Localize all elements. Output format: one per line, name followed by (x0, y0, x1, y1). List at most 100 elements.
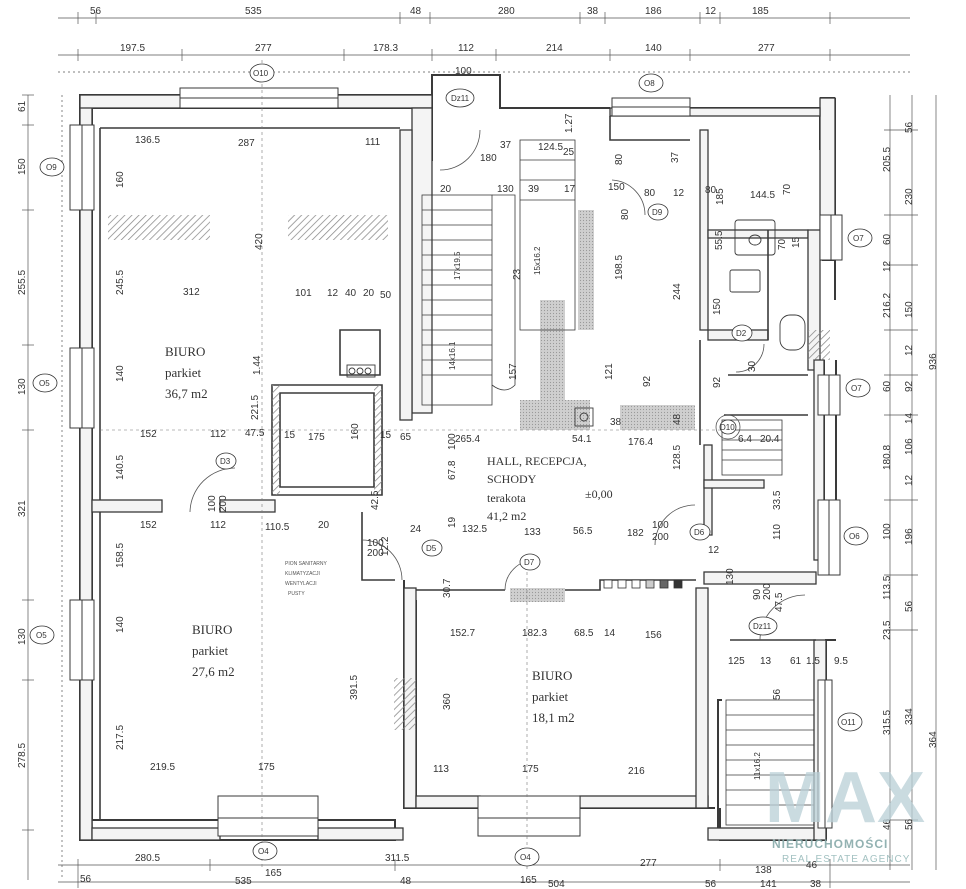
dim-r-315-5: 315.5 (882, 710, 893, 735)
idim-20c: 130 (497, 184, 514, 195)
idim-42-5: 42.5 (370, 490, 381, 510)
dim-r-334: 334 (904, 708, 915, 725)
dim-r-92: 92 (904, 380, 915, 392)
room-hall: HALL, RECEPCJA, SCHODY terakota 41,2 m2 … (487, 454, 613, 523)
dim-r-46: 46 (882, 818, 893, 830)
tag-label-d5: D5 (426, 544, 437, 553)
tag-label-o11: O11 (841, 718, 856, 727)
watermark-sub: REAL ESTATE AGENCY (782, 854, 910, 865)
dim-b-38: 38 (810, 879, 822, 889)
tag-d7 (519, 553, 541, 571)
room-floor: parkiet (192, 643, 228, 658)
dim-top-186: 186 (645, 6, 662, 17)
idim-80d: 37 (670, 151, 681, 163)
idim-140c: 140 (115, 616, 126, 633)
window-o7-upper (819, 214, 843, 261)
idim-111: 111 (365, 137, 381, 148)
windows (69, 87, 843, 837)
idim-244: 244 (672, 283, 683, 300)
tag-o5-a (32, 373, 58, 393)
window-o10 (179, 87, 339, 109)
dim-left-150: 150 (17, 158, 28, 175)
bottom-dims-row1: 280.5 311.5 277 138 46 (135, 853, 818, 876)
dim-top-12: 12 (705, 6, 717, 17)
door-h-d5: 200 (367, 548, 384, 559)
room-office-top-left: BIURO parkiet 36,7 m2 (165, 344, 208, 401)
dim-b-535: 535 (235, 876, 252, 887)
dim-b-165: 165 (520, 875, 537, 886)
idim-136-5: 136.5 (135, 135, 160, 146)
note-line-3: WENTYLACJI (285, 581, 317, 587)
idim-158-5: 158.5 (115, 543, 126, 568)
dim-r-12b: 12 (904, 344, 915, 356)
dim-r-60b: 60 (882, 380, 893, 392)
note-line-4: PUSTY (288, 591, 305, 597)
tag-label-o7a: O7 (853, 234, 864, 243)
dim-r-100: 100 (882, 523, 893, 540)
idim-185: 144.5 (750, 190, 775, 201)
idim-391-5: 391.5 (349, 675, 360, 700)
dim-277-a: 277 (255, 43, 272, 54)
stair-label-2: 14x16.1 (448, 341, 457, 370)
idim-150: 150 (712, 298, 723, 315)
tag-o7-b (845, 378, 871, 398)
idim-112b: 112 (210, 520, 226, 531)
idim-37: 37 (500, 140, 512, 151)
idim-39: 17 (564, 184, 576, 195)
idim-48: 38 (610, 417, 622, 428)
tag-label-o4b: O4 (520, 853, 531, 862)
idim-152: 152 (140, 429, 157, 440)
dim-b-165-a: 165 (265, 868, 282, 879)
idim-182: 182 (627, 528, 644, 539)
tag-o7-a (847, 228, 873, 248)
dim-left-321: 321 (17, 500, 28, 517)
tag-o4-a (252, 841, 278, 861)
idim-15b: 15 (380, 430, 392, 441)
idim-157: 157 (508, 363, 519, 380)
idim-121: 121 (604, 363, 615, 380)
room-area: 27,6 m2 (192, 664, 235, 679)
dim-b-138: 138 (755, 865, 772, 876)
door-size-labels: 100 200 100 200 100 200 90 200 (207, 495, 773, 600)
idim-176-4: 176.4 (628, 437, 653, 448)
room-area: 18,1 m2 (532, 710, 575, 725)
tag-d2 (731, 324, 753, 342)
dim-left-255-5: 255.5 (17, 270, 28, 295)
dim-r-60: 60 (882, 233, 893, 245)
idim-312: 312 (183, 287, 200, 298)
idim-14: 14 (604, 628, 616, 639)
bathroom-fixtures (346, 219, 806, 427)
dim-top-280: 280 (498, 6, 515, 17)
dim-b-56: 56 (80, 874, 92, 885)
stair-labels: 17x19.5 14x16.1 15x16.2 11x16.2 (448, 246, 762, 780)
dim-top-38: 38 (587, 6, 599, 17)
door-w-d3: 100 (207, 495, 218, 512)
idim-19: 19 (447, 516, 458, 528)
idim-132-5: 132.5 (462, 524, 487, 535)
window-o5-upper (69, 347, 95, 429)
dim-140: 140 (645, 43, 662, 54)
idim-12c: 80 (705, 185, 717, 196)
tag-label-o5b: O5 (36, 631, 47, 640)
idim-70b: 15 (791, 236, 802, 248)
dim-b-48: 48 (400, 876, 412, 887)
dim-r-936: 936 (928, 353, 939, 370)
idim-67-8: 67.8 (447, 460, 458, 480)
tag-d10 (719, 419, 737, 435)
hatched-elements (108, 210, 830, 730)
room-name: BIURO (532, 668, 572, 683)
top-dims-row1: 56 535 48 280 38 186 12 185 (90, 6, 769, 17)
window-o4-right (477, 795, 581, 837)
room-area: 36,7 m2 (165, 386, 208, 401)
idim-175c: 175 (522, 764, 539, 775)
door-w-dz11: 90 (752, 588, 763, 600)
tag-d5 (421, 539, 443, 557)
tag-o6 (843, 526, 869, 546)
idim-54-1: 54.1 (572, 434, 592, 445)
idim-287: 287 (238, 138, 255, 149)
idim-81-5: 6.4 (738, 434, 752, 445)
stair-label-4: 11x16.2 (753, 752, 762, 780)
dim-r-216-2: 216.2 (882, 293, 893, 318)
window-o9-left (69, 124, 95, 211)
tag-label-o7b: O7 (851, 384, 862, 393)
